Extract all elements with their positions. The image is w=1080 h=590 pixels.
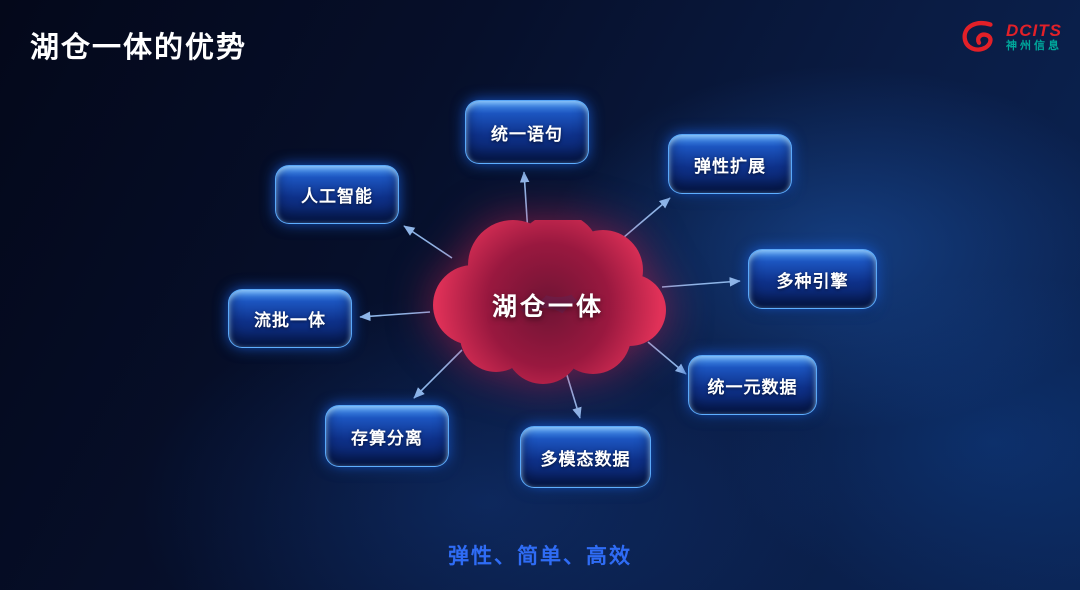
central-cloud: 湖仓一体 — [428, 220, 668, 390]
node-unified-statement: 统一语句 — [465, 100, 589, 164]
node-multi-engine: 多种引擎 — [748, 249, 877, 309]
logo-swoosh-icon — [962, 21, 993, 52]
page-title: 湖仓一体的优势 — [30, 32, 248, 64]
node-multimodal-data: 多模态数据 — [520, 426, 651, 488]
cloud-shape — [433, 220, 666, 384]
node-elastic-scaling: 弹性扩展 — [668, 134, 792, 194]
cloud-center-label: 湖仓一体 — [491, 293, 604, 321]
node-artificial-intelligence: 人工智能 — [275, 165, 399, 224]
bottom-tagline: 弹性、简单、高效 — [448, 545, 632, 568]
logo-text: DCITS 神州信息 — [1006, 20, 1062, 53]
node-stream-batch: 流批一体 — [228, 289, 352, 348]
logo-brand: DCITS — [1006, 20, 1062, 40]
logo-company: 神州信息 — [1006, 40, 1062, 53]
company-logo: DCITS 神州信息 — [958, 16, 1062, 58]
node-storage-compute-separation: 存算分离 — [325, 405, 449, 467]
node-unified-metadata: 统一元数据 — [688, 355, 817, 415]
